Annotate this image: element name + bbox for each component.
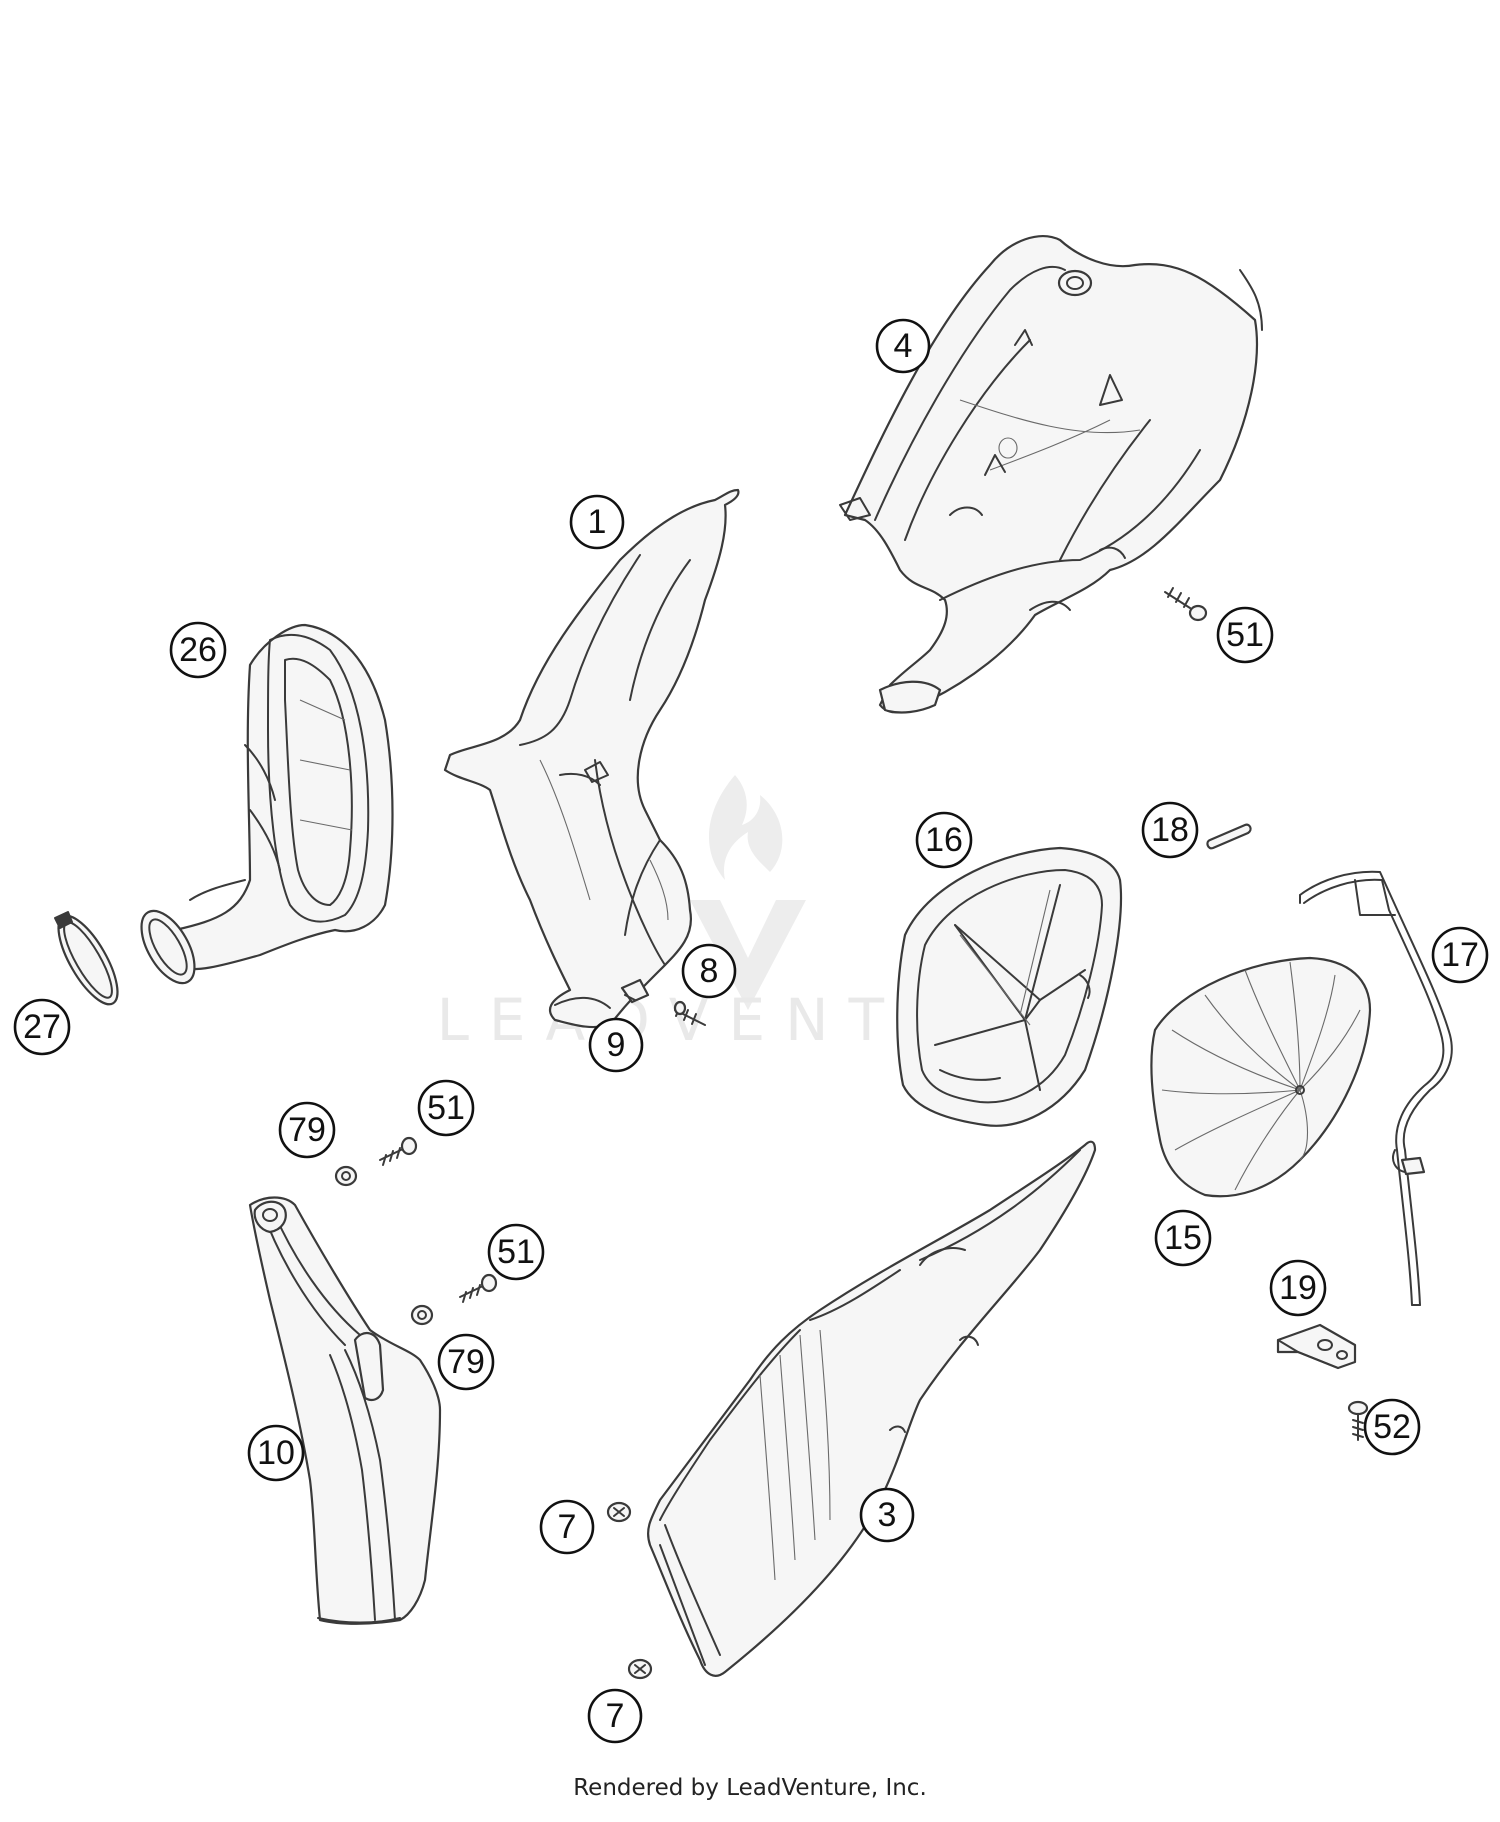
callout-7-upper: 7	[539, 1499, 595, 1555]
callout-19: 19	[1269, 1259, 1327, 1317]
watermark-v-icon	[690, 900, 806, 1010]
part-19-bracket	[1276, 1323, 1357, 1370]
callout-79-lower: 79	[437, 1333, 495, 1391]
part-17-filter-holder	[1299, 870, 1453, 1306]
part-16-filter-cage	[896, 846, 1123, 1127]
callout-17-label: 17	[1441, 936, 1479, 974]
callout-10: 10	[247, 1424, 305, 1482]
callout-7-lower: 7	[587, 1688, 643, 1744]
callout-16-label: 16	[925, 821, 963, 859]
part-27-hose-clamp	[54, 911, 119, 1006]
callout-17: 17	[1431, 926, 1489, 984]
part-52-screw	[1347, 1400, 1369, 1441]
part-7-screw-upper	[606, 1501, 632, 1523]
callout-51-top: 51	[1216, 606, 1274, 664]
callout-51-middle: 51	[417, 1079, 475, 1137]
part-7-screw-lower	[627, 1658, 653, 1680]
part-8-bolt	[673, 1000, 706, 1026]
callout-18: 18	[1141, 801, 1199, 859]
part-1-shroud	[443, 488, 740, 1029]
callout-3: 3	[859, 1487, 915, 1543]
callout-3-label: 3	[878, 1496, 897, 1534]
callout-52: 52	[1363, 1398, 1421, 1456]
callout-52-label: 52	[1373, 1408, 1411, 1446]
callout-79-lower-label: 79	[447, 1343, 485, 1381]
part-15-air-filter	[1150, 956, 1372, 1198]
callout-8-label: 8	[700, 952, 719, 990]
callout-18-label: 18	[1151, 811, 1189, 849]
callout-51-lower-label: 51	[497, 1233, 535, 1271]
callout-7-upper-label: 7	[558, 1508, 577, 1546]
callout-9: 9	[588, 1017, 644, 1073]
callout-7-lower-label: 7	[606, 1697, 625, 1735]
callout-79-upper: 79	[278, 1101, 336, 1159]
callout-26-label: 26	[179, 631, 217, 669]
callout-1-label: 1	[588, 503, 607, 541]
part-18-pin	[1206, 823, 1252, 850]
callout-9-label: 9	[607, 1026, 626, 1064]
part-79-washer-upper	[334, 1165, 358, 1187]
callout-10-label: 10	[257, 1434, 295, 1472]
callout-27-label: 27	[23, 1008, 61, 1046]
part-79-washer-lower	[410, 1304, 434, 1326]
callout-4-label: 4	[894, 327, 913, 365]
callout-19-label: 19	[1279, 1269, 1317, 1307]
callout-15-label: 15	[1164, 1219, 1202, 1257]
callout-27: 27	[13, 998, 71, 1056]
callout-8: 8	[681, 943, 737, 999]
part-4-airbox-upper	[839, 235, 1263, 714]
callout-79-upper-label: 79	[288, 1111, 326, 1149]
callout-4: 4	[875, 318, 931, 374]
callout-16: 16	[915, 811, 973, 869]
callout-1: 1	[569, 494, 625, 550]
callout-15: 15	[1154, 1209, 1212, 1267]
callout-26: 26	[169, 621, 227, 679]
footer-credit: Rendered by LeadVenture, Inc.	[573, 1775, 927, 1801]
callout-51-middle-label: 51	[427, 1089, 465, 1127]
part-51-screw-middle	[379, 1136, 418, 1166]
part-51-screw-top	[1164, 587, 1208, 622]
part-10-intake-snorkel	[248, 1196, 442, 1625]
callout-51-top-label: 51	[1226, 616, 1264, 654]
callout-51-lower: 51	[487, 1223, 545, 1281]
part-9-clip	[620, 978, 650, 1004]
watermark-flame-icon	[708, 775, 783, 880]
part-51-screw-lower	[459, 1273, 498, 1303]
part-3-side-cover	[646, 1140, 1097, 1677]
part-26-intake-boot	[140, 623, 394, 985]
